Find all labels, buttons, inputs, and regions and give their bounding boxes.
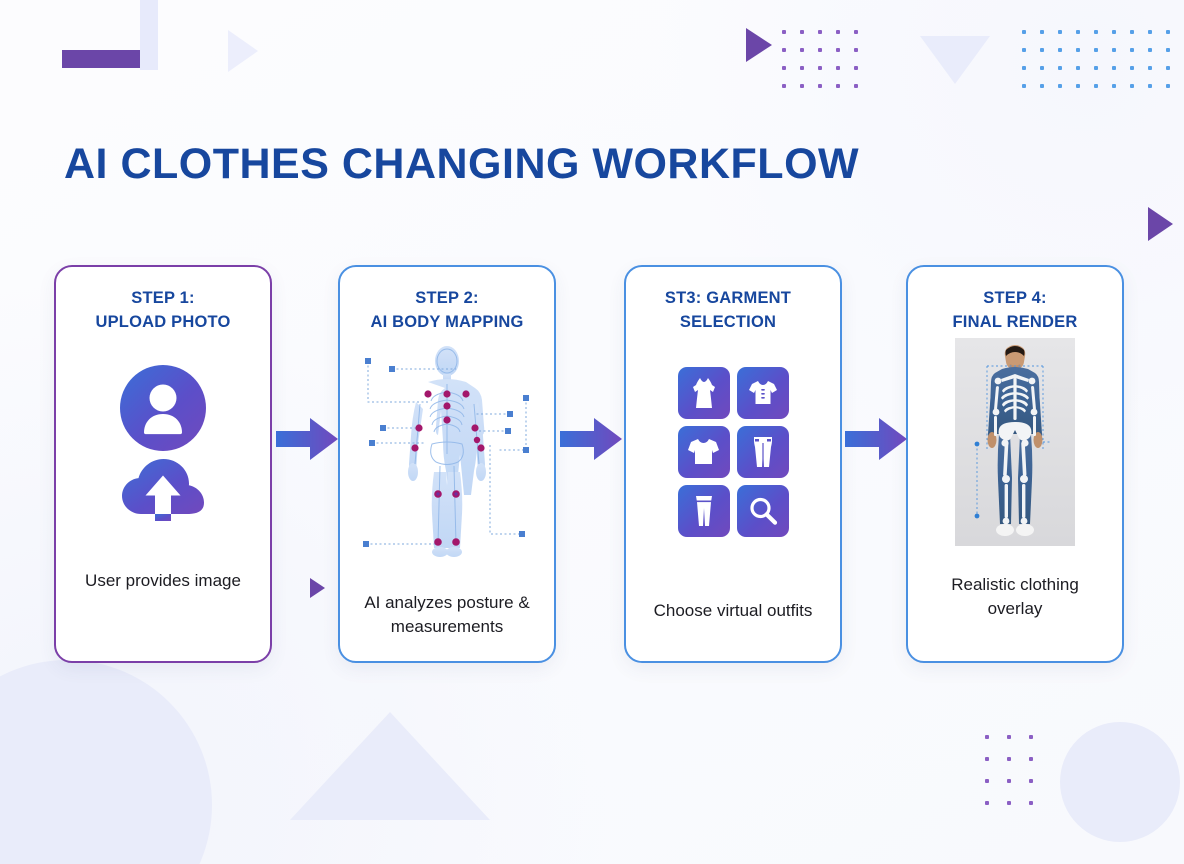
step-1-title: STEP 1: UPLOAD PHOTO	[56, 287, 270, 335]
button-shirt-icon	[748, 380, 777, 404]
step-3-title-line2: SELECTION	[679, 312, 777, 331]
step-card-3[interactable]: ST3: GARMENT SELECTION	[624, 265, 842, 663]
purple-triangle-right-edge-icon	[1148, 207, 1173, 241]
garment-tile-tshirt[interactable]	[677, 425, 730, 478]
lavender-circle-bottomright	[1060, 722, 1180, 842]
purple-dot-grid-bottomright-left	[985, 735, 1051, 823]
body-mapping-figure	[363, 346, 529, 558]
skeleton-bodysuit-render	[955, 337, 1075, 546]
step-4-caption: Realistic clothing overlay	[951, 574, 1079, 618]
step-2-visual	[340, 335, 554, 591]
step-2-title: STEP 2: AI BODY MAPPING	[340, 287, 554, 335]
purple-bar-decoration	[62, 50, 142, 68]
step-2-title-line1: STEP 2:	[415, 289, 479, 307]
search-icon	[749, 497, 777, 525]
step-3-title-line1: ST3: GARMENT	[664, 289, 792, 307]
user-avatar-icon	[120, 364, 206, 451]
step-card-2[interactable]: STEP 2: AI BODY MAPPING	[338, 265, 556, 663]
right-arrow-icon	[845, 418, 907, 460]
purple-dot-grid-topright	[782, 30, 872, 102]
garment-tile-search[interactable]	[736, 484, 789, 537]
tank-dress-icon	[692, 377, 715, 408]
step-4-title-line2: FINAL RENDER	[952, 312, 1078, 331]
purple-triangle-topright-icon	[746, 28, 772, 62]
lavender-triangle-bottom-icon	[290, 712, 490, 820]
page-title: AI CLOTHES CHANGING WORKFLOW	[64, 140, 860, 188]
step-1-title-line2: UPLOAD PHOTO	[95, 312, 231, 331]
workflow-steps-row: STEP 1: UPLOAD PHOTO	[0, 265, 1184, 665]
step-2-caption: AI analyzes posture & measurements	[364, 592, 530, 636]
garment-grid	[677, 366, 789, 537]
step-card-1[interactable]: STEP 1: UPLOAD PHOTO	[54, 265, 272, 663]
step-2-title-line2: AI BODY MAPPING	[370, 312, 524, 331]
lavender-triangle-down-icon	[920, 36, 990, 84]
connector-arrow-1-2	[276, 418, 338, 460]
step-1-visual	[56, 335, 270, 569]
step-4-visual	[908, 335, 1122, 573]
jeans-icon	[753, 436, 772, 467]
step-3-title: ST3: GARMENT SELECTION	[621, 287, 835, 335]
lavender-circle-bottomleft	[0, 660, 212, 864]
step-1-caption: User provides image	[85, 570, 241, 590]
connector-arrow-3-4	[845, 418, 907, 460]
step-3-visual	[626, 335, 840, 599]
blue-dot-grid-topright	[1022, 30, 1184, 102]
step-card-4[interactable]: STEP 4: FINAL RENDER	[906, 265, 1124, 663]
tshirt-icon	[688, 438, 719, 464]
right-arrow-icon	[276, 418, 338, 460]
garment-tile-trousers[interactable]	[677, 484, 730, 537]
garment-tile-tank-dress[interactable]	[677, 366, 730, 419]
trousers-icon	[695, 495, 712, 526]
step-4-title-line1: STEP 4:	[983, 289, 1047, 307]
right-arrow-icon	[560, 418, 622, 460]
garment-tile-jeans[interactable]	[736, 425, 789, 478]
cloud-upload-icon	[122, 458, 204, 521]
connector-arrow-2-3	[560, 418, 622, 460]
step-1-title-line1: STEP 1:	[131, 289, 195, 307]
step-3-caption: Choose virtual outfits	[653, 600, 813, 620]
rendered-person-photo	[955, 337, 1075, 546]
lavender-triangle-topleft-icon	[228, 30, 258, 72]
lavender-bar-decoration	[140, 0, 158, 70]
step-4-title: STEP 4: FINAL RENDER	[908, 287, 1122, 335]
garment-tile-button-shirt[interactable]	[736, 366, 789, 419]
